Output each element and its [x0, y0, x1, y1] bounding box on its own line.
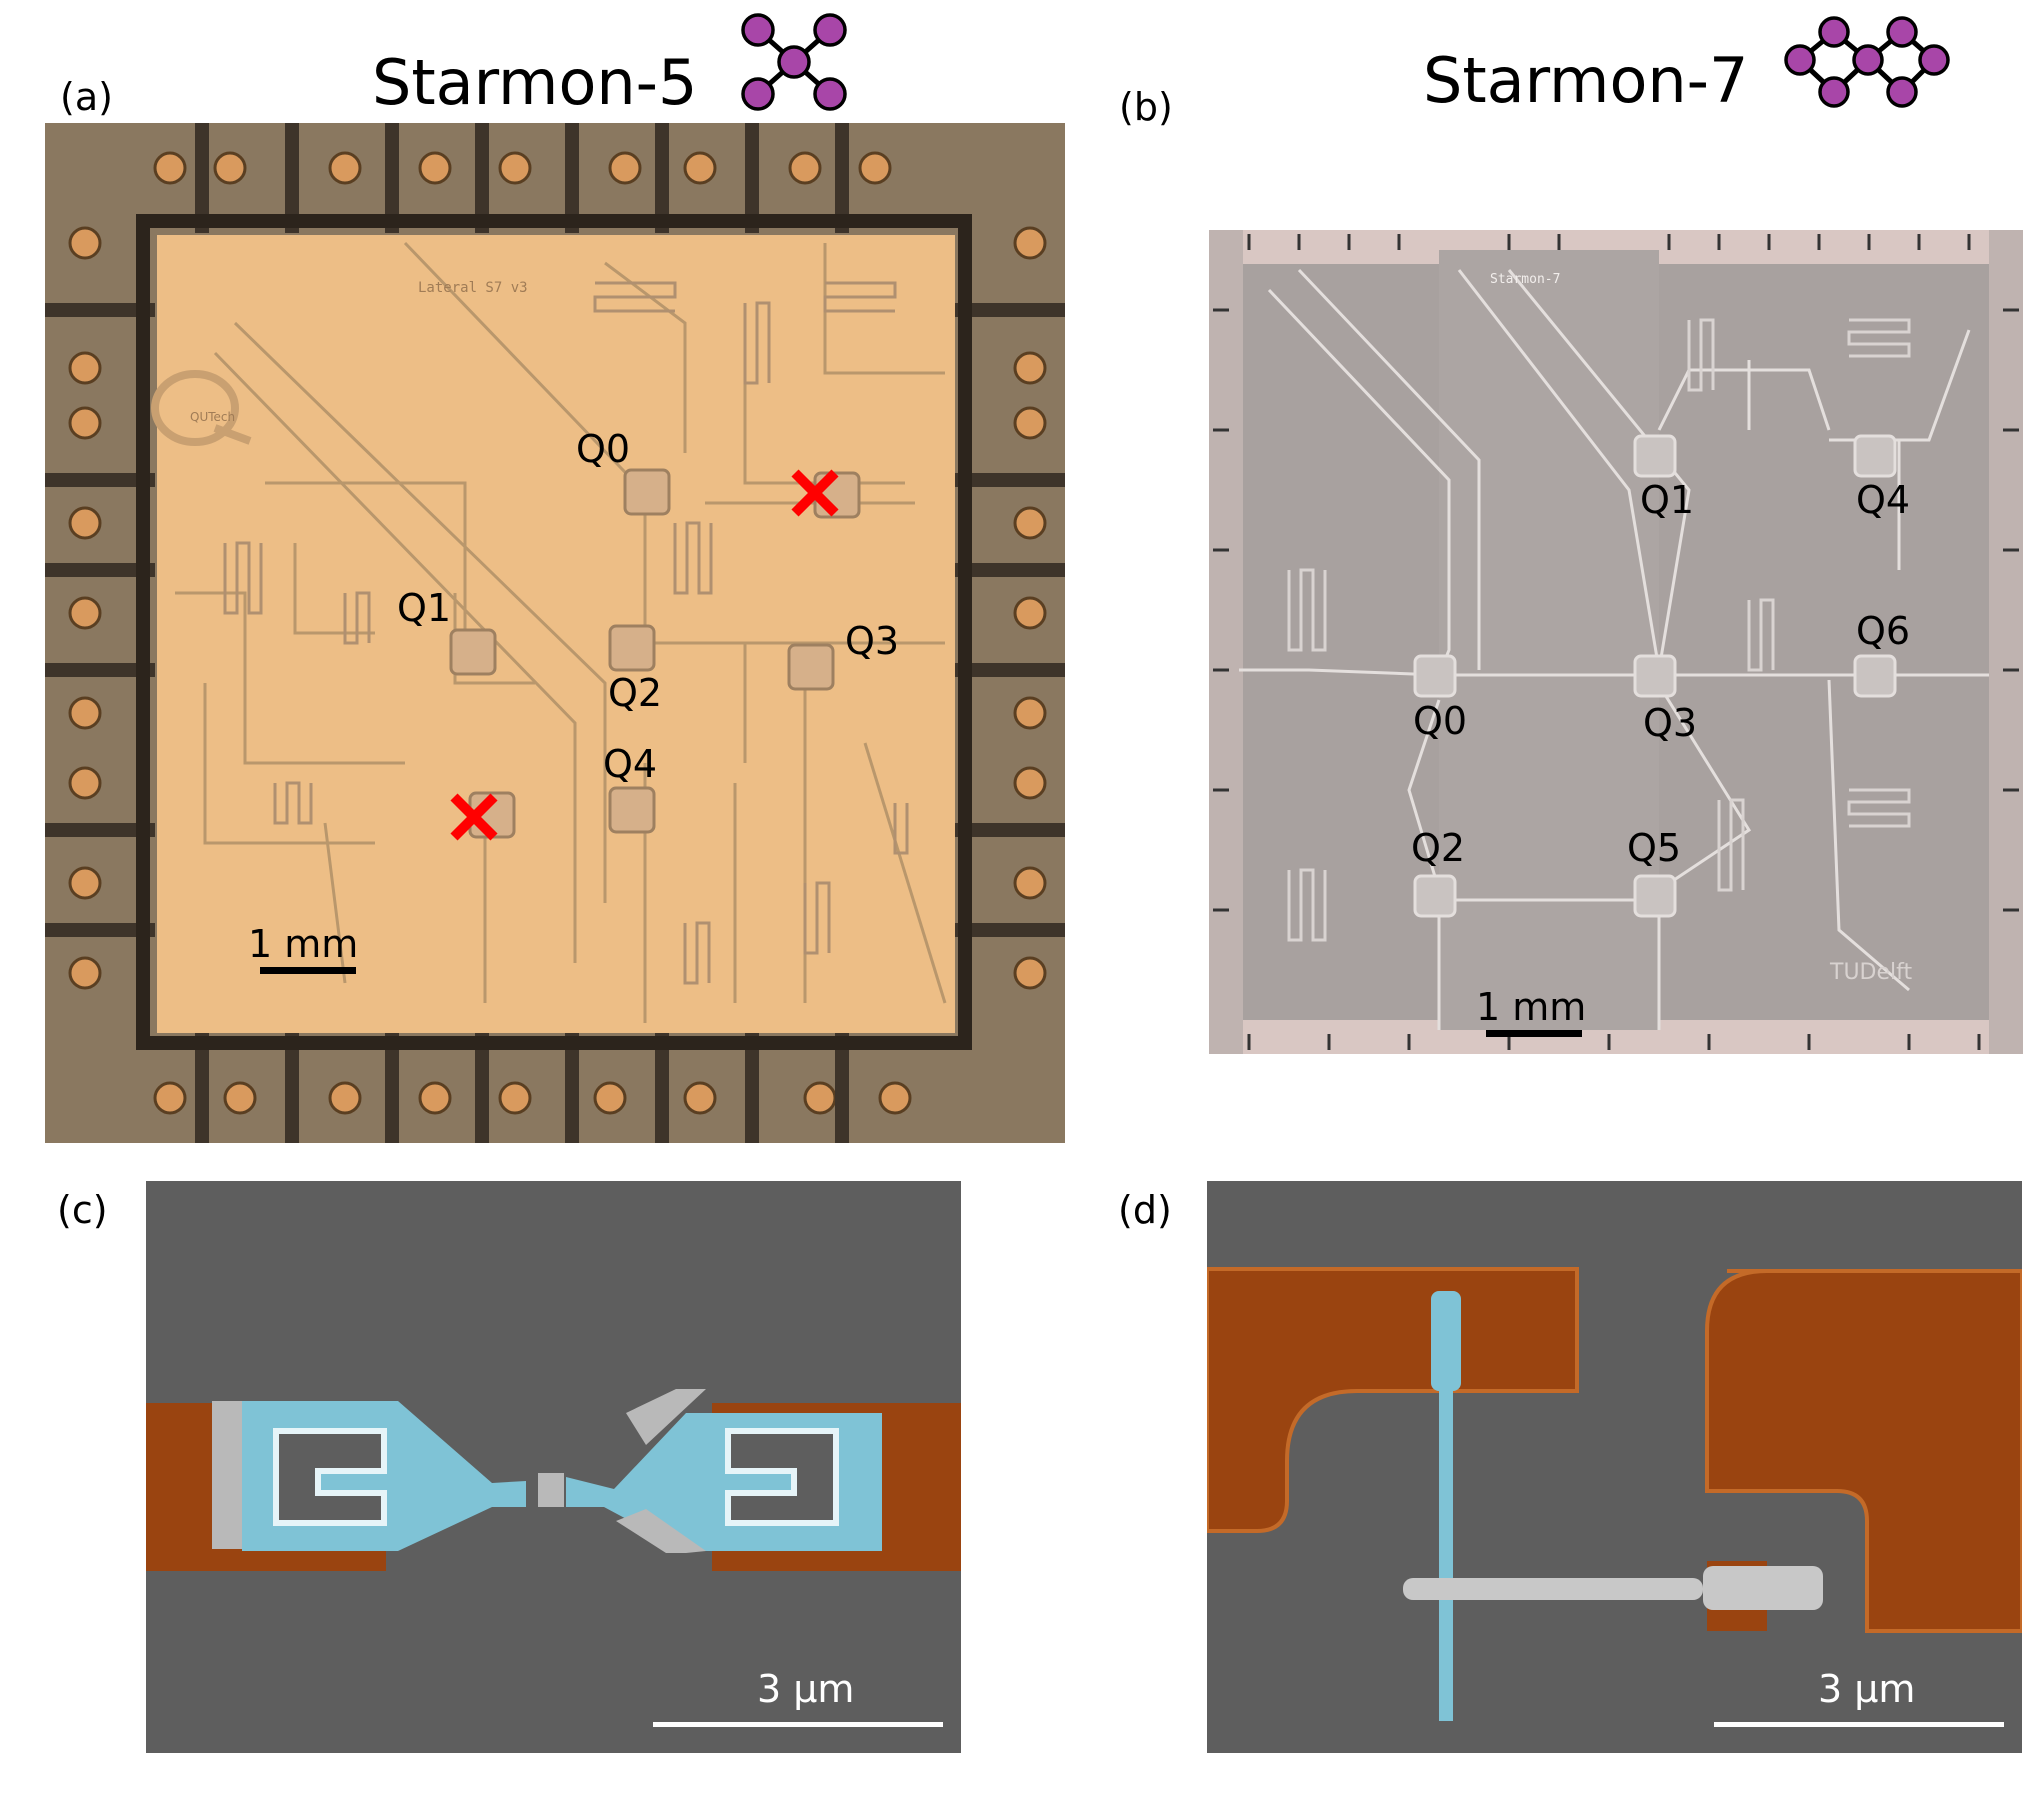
- panel-c-label: (c): [57, 1188, 108, 1232]
- panel-a-label: (a): [60, 75, 113, 119]
- panel-b-qubit-label: Q0: [1413, 699, 1468, 743]
- panel-a-qubit-label: Q4: [603, 742, 658, 786]
- panel-a-qubit-label: Q3: [845, 619, 900, 663]
- panel-a-qubit-label: Q0: [576, 427, 631, 471]
- panel-d-scale-label: 3 µm: [1818, 1667, 1916, 1711]
- starmon-7-chip-photo: [1209, 230, 2023, 1054]
- panel-a-title: Starmon-5: [372, 46, 698, 119]
- panel-a-scale-label: 1 mm: [248, 922, 359, 966]
- red-cross-icon: [449, 792, 499, 842]
- panel-b-title: Starmon-7: [1423, 44, 1749, 117]
- panel-b-label: (b): [1119, 85, 1173, 129]
- panel-a-qubit-label: Q1: [397, 586, 452, 630]
- panel-a-chip-text: Lateral S7 v3: [418, 280, 528, 296]
- panel-b-qubit-label: Q4: [1856, 478, 1911, 522]
- panel-b-scale-label: 1 mm: [1476, 985, 1587, 1029]
- junction-sem-image-d: [1207, 1181, 2022, 1753]
- double-ring-7-node-icon: [1782, 12, 1952, 112]
- panel-a-logo-text: QUTech: [190, 410, 236, 424]
- panel-b-qubit-label: Q3: [1643, 701, 1698, 745]
- panel-b-qubit-label: Q5: [1627, 826, 1682, 870]
- panel-b-qubit-label: Q6: [1856, 609, 1911, 653]
- junction-sem-image-c: [146, 1181, 961, 1753]
- red-cross-icon: [790, 468, 840, 518]
- panel-c-scale-label: 3 µm: [757, 1667, 855, 1711]
- panel-b-logo-text: TUDelft: [1830, 960, 1913, 985]
- star-5-node-icon: [738, 10, 850, 114]
- panel-b-qubit-label: Q1: [1640, 478, 1695, 522]
- panel-b-chip-text: Starmon-7: [1490, 272, 1561, 287]
- panel-d-label: (d): [1118, 1188, 1172, 1232]
- panel-b-qubit-label: Q2: [1411, 826, 1466, 870]
- panel-a-qubit-label: Q2: [608, 671, 663, 715]
- starmon-5-chip-photo: [45, 123, 1065, 1143]
